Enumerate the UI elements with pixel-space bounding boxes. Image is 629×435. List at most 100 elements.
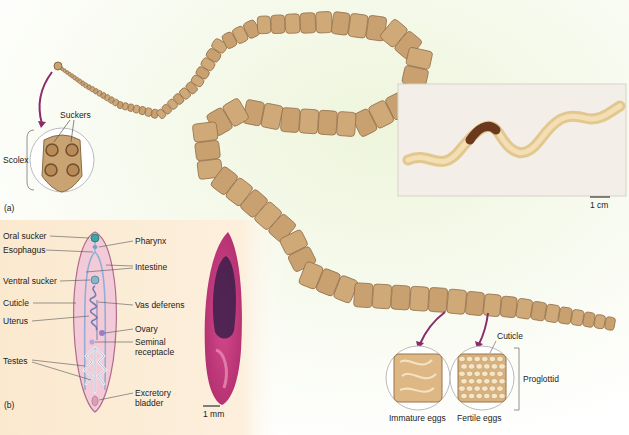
proglottid-segment — [483, 294, 501, 317]
micrograph-uterus — [213, 256, 236, 339]
proglottid-segment — [446, 289, 466, 315]
inset-circle — [30, 128, 94, 192]
egg-cluster — [459, 356, 506, 399]
egg — [459, 371, 466, 377]
part-label: Uterus — [3, 316, 28, 326]
proglottid-segment — [582, 312, 595, 328]
egg — [482, 371, 489, 377]
fluke-body — [74, 232, 117, 412]
sucker — [45, 164, 57, 176]
part-label: Excretory bladder — [135, 388, 185, 408]
micrograph-detail — [216, 350, 226, 388]
callout-arrow — [420, 312, 445, 344]
part-label: Esophagus — [3, 245, 46, 255]
egg — [489, 371, 496, 377]
egg — [459, 386, 466, 392]
testes — [84, 348, 106, 392]
reproductive-tubules — [400, 360, 436, 392]
vas-deferens — [97, 300, 98, 340]
part-label: Testes — [3, 356, 28, 366]
proglottid-segment — [428, 287, 448, 312]
proglottid-segment — [192, 122, 218, 143]
proglottid-segment — [331, 11, 350, 35]
part-label: (a) — [4, 203, 14, 213]
ovary — [99, 330, 105, 336]
callout-arrow — [479, 313, 488, 344]
proglottid-segment — [500, 296, 517, 318]
egg — [497, 371, 504, 377]
part-label: Ventral sucker — [3, 276, 57, 286]
proglottid-segment — [604, 316, 616, 330]
egg — [461, 393, 468, 399]
egg — [484, 393, 491, 399]
egg — [466, 356, 473, 362]
leader-line — [71, 120, 74, 142]
proglottid-segment — [299, 109, 319, 134]
egg — [499, 364, 506, 370]
egg — [459, 356, 466, 362]
scolex-inset — [27, 72, 94, 192]
excretory-bladder — [92, 396, 98, 406]
egg — [468, 393, 475, 399]
leader-line — [490, 341, 496, 353]
bracket — [514, 348, 519, 410]
part-label: Immature eggs — [389, 413, 446, 423]
proglottid-segment — [336, 111, 356, 136]
egg — [466, 371, 473, 377]
proglottid-segment — [465, 291, 485, 316]
egg — [468, 364, 475, 370]
proglottid-segment — [354, 283, 374, 308]
part-label: Cuticle — [497, 331, 523, 341]
egg — [476, 393, 483, 399]
egg — [497, 386, 504, 392]
immature-proglottid — [394, 354, 442, 402]
part-label: Intestine — [135, 262, 167, 272]
part-label: Fertile eggs — [457, 413, 501, 423]
egg — [499, 378, 506, 384]
part-label: Ovary — [135, 324, 158, 334]
proglottid-segment — [372, 284, 392, 309]
photo-worm — [408, 106, 620, 162]
scale-bar — [203, 405, 220, 406]
part-label: (b) — [4, 400, 14, 410]
sucker — [66, 144, 78, 156]
proglottid-segment — [348, 13, 368, 38]
proglottid-segment — [571, 309, 585, 326]
proglottid-segment — [318, 110, 338, 135]
leader-line — [54, 120, 70, 142]
part-label: Scolex — [3, 155, 29, 165]
egg — [489, 386, 496, 392]
egg — [497, 356, 504, 362]
oral-sucker — [91, 234, 99, 242]
egg — [482, 386, 489, 392]
pharynx — [93, 245, 98, 249]
part-label: Cuticle — [3, 298, 29, 308]
scolex-shape — [42, 135, 82, 192]
seminal-receptacle — [89, 339, 94, 344]
inset-circle — [386, 346, 450, 410]
part-label: Vas deferens — [135, 300, 184, 310]
egg — [491, 393, 498, 399]
egg — [484, 364, 491, 370]
part-label: Suckers — [60, 110, 91, 120]
fertile-proglottid — [458, 354, 506, 402]
proglottid-segment — [316, 11, 333, 33]
photo-worm-highlight — [408, 106, 620, 162]
egg — [476, 378, 483, 384]
part-label: Oral sucker — [3, 231, 46, 241]
micrograph-body — [205, 232, 242, 405]
testes-outline — [84, 348, 106, 392]
proglottid-segment — [280, 107, 300, 132]
part-label: Pharynx — [135, 236, 166, 246]
proglottid-insets — [386, 312, 519, 410]
egg — [461, 378, 468, 384]
proglottid-segment — [558, 307, 573, 325]
egg — [482, 356, 489, 362]
fluke-drawing — [32, 232, 133, 412]
proglottid-segment — [391, 285, 411, 310]
part-label: Proglottid — [523, 374, 559, 384]
egg — [461, 364, 468, 370]
